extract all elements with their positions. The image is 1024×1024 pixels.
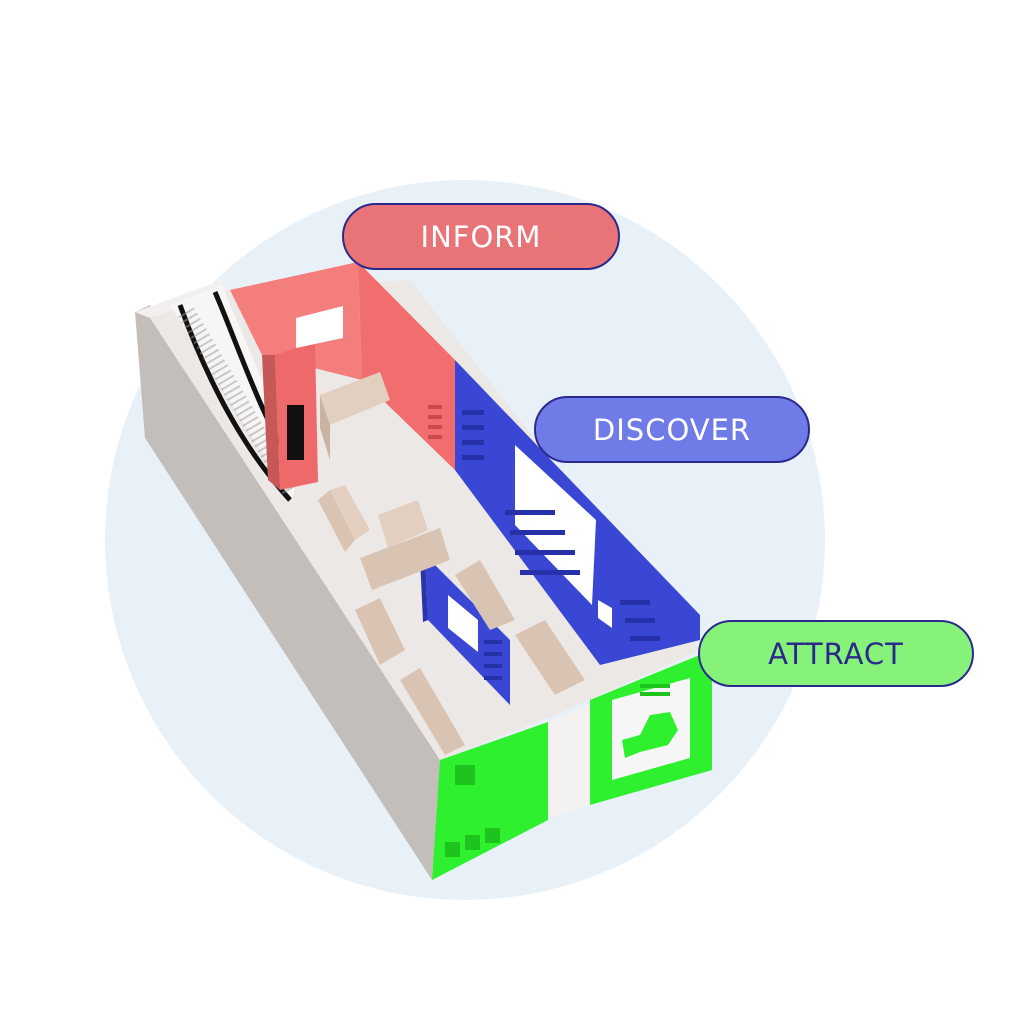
inform-label-pill: INFORM [342,203,620,270]
inform-zone [230,262,455,490]
furniture-table [318,485,370,552]
outer-left-wall-top [135,280,230,318]
outer-left-wall [135,305,440,880]
discover-zone [420,360,700,705]
furniture-table [320,372,390,460]
furniture-table [400,668,465,755]
attract-shelves [445,684,670,857]
discover-partition-screen [448,595,478,652]
attract-zone [432,650,712,880]
attract-label-pill: ATTRACT [698,620,974,687]
attract-label: ATTRACT [768,636,904,671]
discover-shelves [462,410,660,641]
discover-label: DISCOVER [592,412,752,447]
attract-window-figure [622,712,678,758]
display-screen-icon [296,306,343,348]
inform-black-panel [287,405,304,460]
inform-label: INFORM [420,219,542,254]
discover-small-screen [598,600,612,628]
furniture-table [360,500,450,590]
inform-shelves [428,405,442,439]
furniture-table [355,598,405,665]
attract-doorway [548,705,590,818]
discover-screen [515,445,596,605]
furniture-table [455,560,515,630]
discover-label-pill: DISCOVER [534,396,810,463]
discover-partition-shelves [484,640,502,680]
furniture-table [515,620,585,695]
discover-partition-side [420,555,428,622]
attract-front-wall [432,722,548,880]
inform-pillar-shade [262,355,280,490]
